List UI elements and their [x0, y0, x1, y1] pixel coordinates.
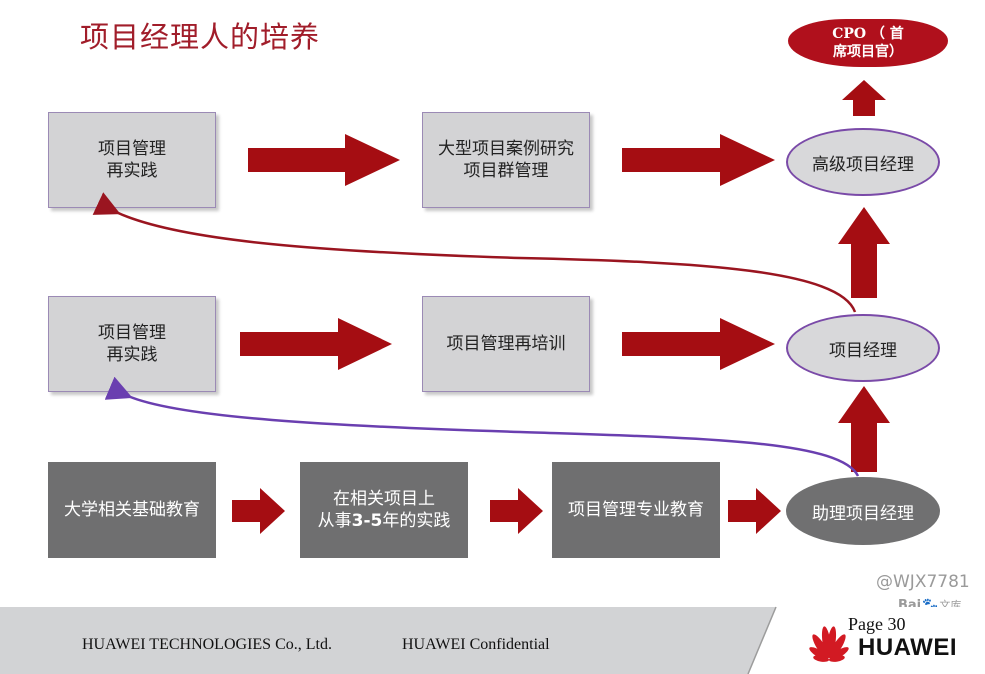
practice-text-pre: 在相关项目上 从事	[317, 489, 435, 531]
practice-text-post: 年的实践	[382, 511, 451, 531]
cpo-badge: CPO （ 首 席项目官）	[788, 19, 948, 67]
box-professional-education: 项目管理专业教育	[552, 462, 720, 558]
arrow-up-assistant-to-pm	[838, 386, 890, 472]
arrow-up-senior-to-cpo	[842, 80, 886, 116]
practice-years: 3-5	[351, 511, 383, 531]
footer-company: HUAWEI TECHNOLOGIES Co., Ltd.	[82, 636, 332, 653]
curve-assistant-to-row2-practice	[104, 376, 860, 477]
arrow-right-row1-a	[248, 134, 400, 186]
box-project-practice-text: 在相关项目上 从事3-5年的实践	[318, 488, 451, 532]
ellipse-senior-pm: 高级项目经理	[786, 128, 940, 196]
arrow-up-pm-to-senior	[838, 207, 890, 298]
huawei-brand: HUAWEI	[858, 634, 957, 661]
huawei-logo-icon	[809, 626, 849, 662]
footer-confidential: HUAWEI Confidential	[402, 636, 550, 653]
box-case-study: 大型项目案例研究 项目群管理	[422, 112, 590, 208]
page-number: Page 30	[848, 614, 906, 634]
arrow-right-row3-a	[232, 488, 285, 534]
page-title: 项目经理人的培养	[80, 20, 321, 54]
arrow-right-row3-b	[490, 488, 543, 534]
box-university-education: 大学相关基础教育	[48, 462, 216, 558]
box-project-practice: 在相关项目上 从事3-5年的实践	[300, 462, 468, 558]
curve-pm-to-row1-practice	[92, 192, 857, 313]
watermark-user: @WJX7781	[876, 572, 970, 592]
ellipse-assistant-pm: 助理项目经理	[786, 477, 940, 545]
arrow-right-row3-c	[728, 488, 781, 534]
arrow-right-row2-b	[622, 318, 775, 370]
arrow-right-row2-a	[240, 318, 392, 370]
box-row2-practice: 项目管理 再实践	[48, 296, 216, 392]
box-row1-practice: 项目管理 再实践	[48, 112, 216, 208]
ellipse-pm: 项目经理	[786, 314, 940, 382]
arrow-right-row1-b	[622, 134, 775, 186]
box-retraining: 项目管理再培训	[422, 296, 590, 392]
